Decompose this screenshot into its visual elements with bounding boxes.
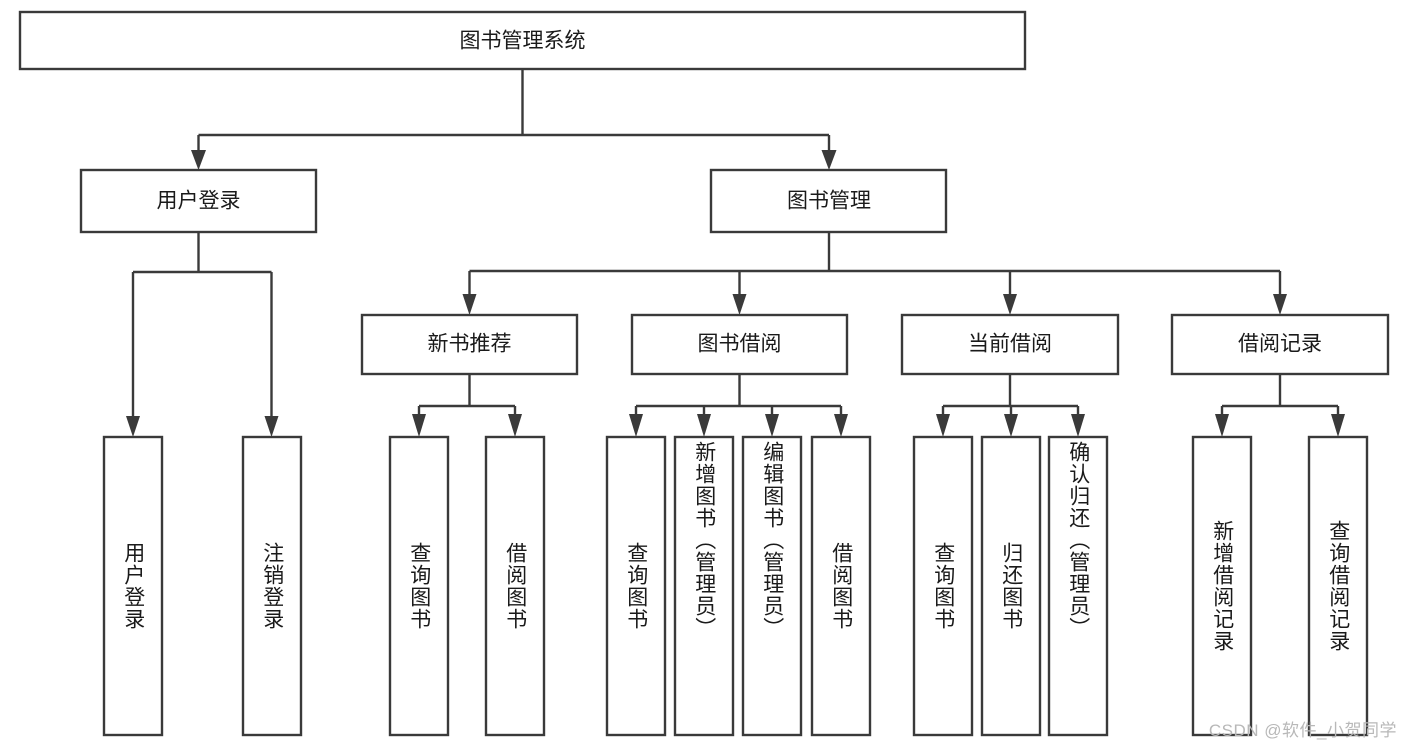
leaf-box-br-query-record[interactable] bbox=[1307, 435, 1369, 737]
node-new-book-recommend[interactable]: 新书推荐 bbox=[360, 313, 579, 376]
arrowhead-cb-leaf3 bbox=[1071, 414, 1085, 437]
connector-group bbox=[126, 69, 1345, 437]
node-new-book-recommend-box[interactable] bbox=[360, 313, 579, 376]
node-book-borrow[interactable]: 图书借阅 bbox=[630, 313, 849, 376]
leaf-box-br-add-record[interactable] bbox=[1191, 435, 1253, 737]
watermark-text: CSDN @软件_小贺同学 bbox=[1208, 721, 1397, 740]
arrowhead-bb-leaf4 bbox=[834, 414, 848, 437]
leaf-box-nb-borrow-book[interactable] bbox=[484, 435, 546, 737]
leaf-box-cb-query-book[interactable] bbox=[912, 435, 974, 737]
arrowhead-borrow-record bbox=[1273, 294, 1287, 315]
node-current-borrow[interactable]: 当前借阅 bbox=[900, 313, 1120, 376]
node-borrow-record-box[interactable] bbox=[1170, 313, 1390, 376]
leaf-box-cb-confirm-return[interactable] bbox=[1047, 435, 1109, 737]
arrowhead-br-leaf1 bbox=[1215, 414, 1229, 437]
arrowhead-current-borrow bbox=[1003, 294, 1017, 315]
arrowhead-leaf-logout bbox=[264, 416, 279, 437]
node-current-borrow-label: 当前借阅 bbox=[968, 333, 1052, 356]
leaf-box-bb-borrow-book[interactable] bbox=[810, 435, 872, 737]
node-root-label: 图书管理系统 bbox=[460, 30, 586, 53]
leaf-box-nb-query-book[interactable] bbox=[388, 435, 450, 737]
node-book-manage[interactable]: 图书管理 bbox=[709, 168, 948, 234]
leaf-box-logout[interactable] bbox=[241, 435, 303, 737]
node-book-borrow-box[interactable] bbox=[630, 313, 849, 376]
arrowhead-leaf-user-login bbox=[126, 416, 140, 437]
node-user-login-label: 用户登录 bbox=[157, 190, 241, 213]
leaf-box-user-login[interactable] bbox=[102, 435, 164, 737]
node-root-box[interactable] bbox=[18, 10, 1027, 71]
leaf-box-bb-edit-book[interactable] bbox=[741, 435, 803, 737]
arrowhead-book-borrow bbox=[732, 294, 747, 315]
arrowhead-book-manage bbox=[821, 150, 837, 170]
arrowhead-nb-leaf2 bbox=[508, 414, 522, 437]
node-new-book-recommend-label: 新书推荐 bbox=[428, 333, 512, 356]
node-borrow-record-label: 借阅记录 bbox=[1238, 333, 1322, 356]
arrowhead-new-book bbox=[462, 294, 477, 315]
leaf-box-bb-add-book[interactable] bbox=[673, 435, 735, 737]
node-book-borrow-label: 图书借阅 bbox=[698, 333, 782, 356]
arrowhead-nb-leaf1 bbox=[412, 414, 426, 437]
node-book-manage-label: 图书管理 bbox=[787, 190, 871, 213]
leaf-box-cb-return-book[interactable] bbox=[980, 435, 1042, 737]
arrowhead-cb-leaf1 bbox=[936, 414, 950, 437]
arrowhead-cb-leaf2 bbox=[1004, 414, 1018, 437]
leaf-box-bb-query-book[interactable] bbox=[605, 435, 667, 737]
arrowhead-bb-leaf1 bbox=[629, 414, 643, 437]
node-user-login-box[interactable] bbox=[79, 168, 318, 234]
arrowhead-bb-leaf3 bbox=[765, 414, 779, 437]
arrowhead-bb-leaf2 bbox=[697, 414, 711, 437]
node-borrow-record[interactable]: 借阅记录 bbox=[1170, 313, 1390, 376]
arrowhead-user-login bbox=[191, 150, 206, 170]
node-book-manage-box[interactable] bbox=[709, 168, 948, 234]
node-root[interactable]: 图书管理系统 bbox=[18, 10, 1027, 71]
arrowhead-br-leaf2 bbox=[1331, 414, 1345, 437]
node-current-borrow-box[interactable] bbox=[900, 313, 1120, 376]
leaf-box-group bbox=[102, 435, 1369, 737]
node-user-login[interactable]: 用户登录 bbox=[79, 168, 318, 234]
